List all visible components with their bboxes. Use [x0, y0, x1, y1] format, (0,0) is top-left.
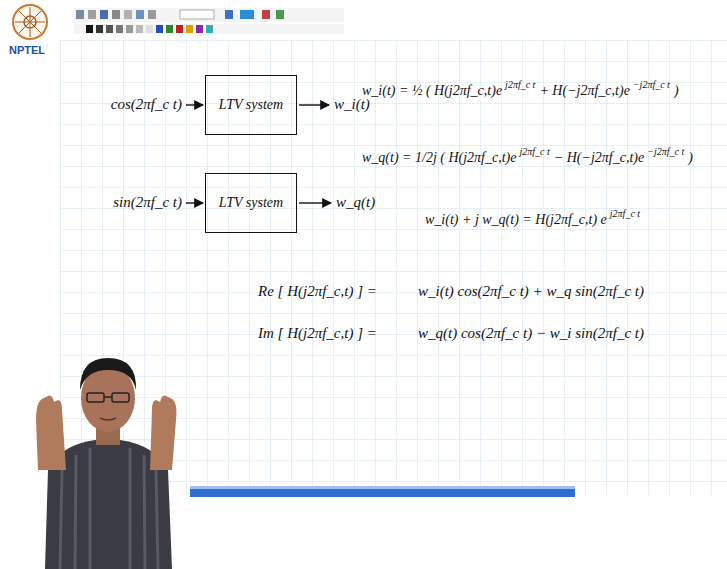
exponent: j2πf_c t	[520, 146, 550, 157]
signal-arrows	[186, 105, 331, 203]
progress-bar	[190, 489, 575, 497]
process-box: LTV system	[205, 173, 297, 233]
equation: w_i(t) + j w_q(t) = H(j2πf_c,t) e	[425, 212, 607, 227]
exponent: −j2πf_c t	[633, 79, 670, 90]
equation: w_i(t) = ½ ( H(j2πf_c,t)e	[362, 83, 502, 98]
equation: Re [ H(j2πf_c,t) ] =	[258, 283, 377, 300]
exponent: j2πf_c t	[505, 79, 535, 90]
equation: )	[688, 150, 693, 165]
equation: w_i(t) cos(2πf_c t) + w_q sin(2πf_c t)	[418, 283, 644, 300]
equation: )	[674, 83, 679, 98]
equation: Im [ H(j2πf_c,t) ] =	[258, 325, 377, 342]
equation-line: w_i(t) = ½ ( H(j2πf_c,t)ej2πf_c t + H(−j2…	[362, 76, 682, 100]
box-label: LTV system	[219, 97, 283, 113]
signal-name: w_i(t)	[334, 96, 370, 113]
grid-paper	[60, 40, 727, 495]
logo-text: NPTEL	[9, 42, 45, 59]
exponent: j2πf_c t	[610, 208, 640, 219]
signal-name: cos(2πf_c t)	[111, 96, 182, 113]
equation: − H(−j2πf_c,t)e	[554, 150, 644, 165]
equation-line: w_q(t) = 1/2j ( H(j2πf_c,t)ej2πf_c t − H(…	[362, 143, 696, 167]
process-box: LTV system	[205, 75, 297, 135]
equation: + H(−j2πf_c,t)e	[539, 83, 629, 98]
progress-bar-edge	[190, 486, 575, 489]
equation: w_q(t) = 1/2j ( H(j2πf_c,t)e	[362, 150, 517, 165]
nptel-logo	[13, 5, 47, 39]
exponent: −j2πf_c t	[647, 146, 684, 157]
equation-line: w_i(t) + j w_q(t) = H(j2πf_c,t) ej2πf_c …	[425, 205, 644, 229]
signal-name: sin(2πf_c t)	[113, 194, 182, 211]
presenter-video	[36, 358, 176, 569]
signal-name: w_q(t)	[336, 194, 375, 211]
box-label: LTV system	[219, 195, 283, 211]
toolbar	[74, 8, 344, 34]
equation: w_q(t) cos(2πf_c t) − w_i sin(2πf_c t)	[418, 325, 644, 342]
